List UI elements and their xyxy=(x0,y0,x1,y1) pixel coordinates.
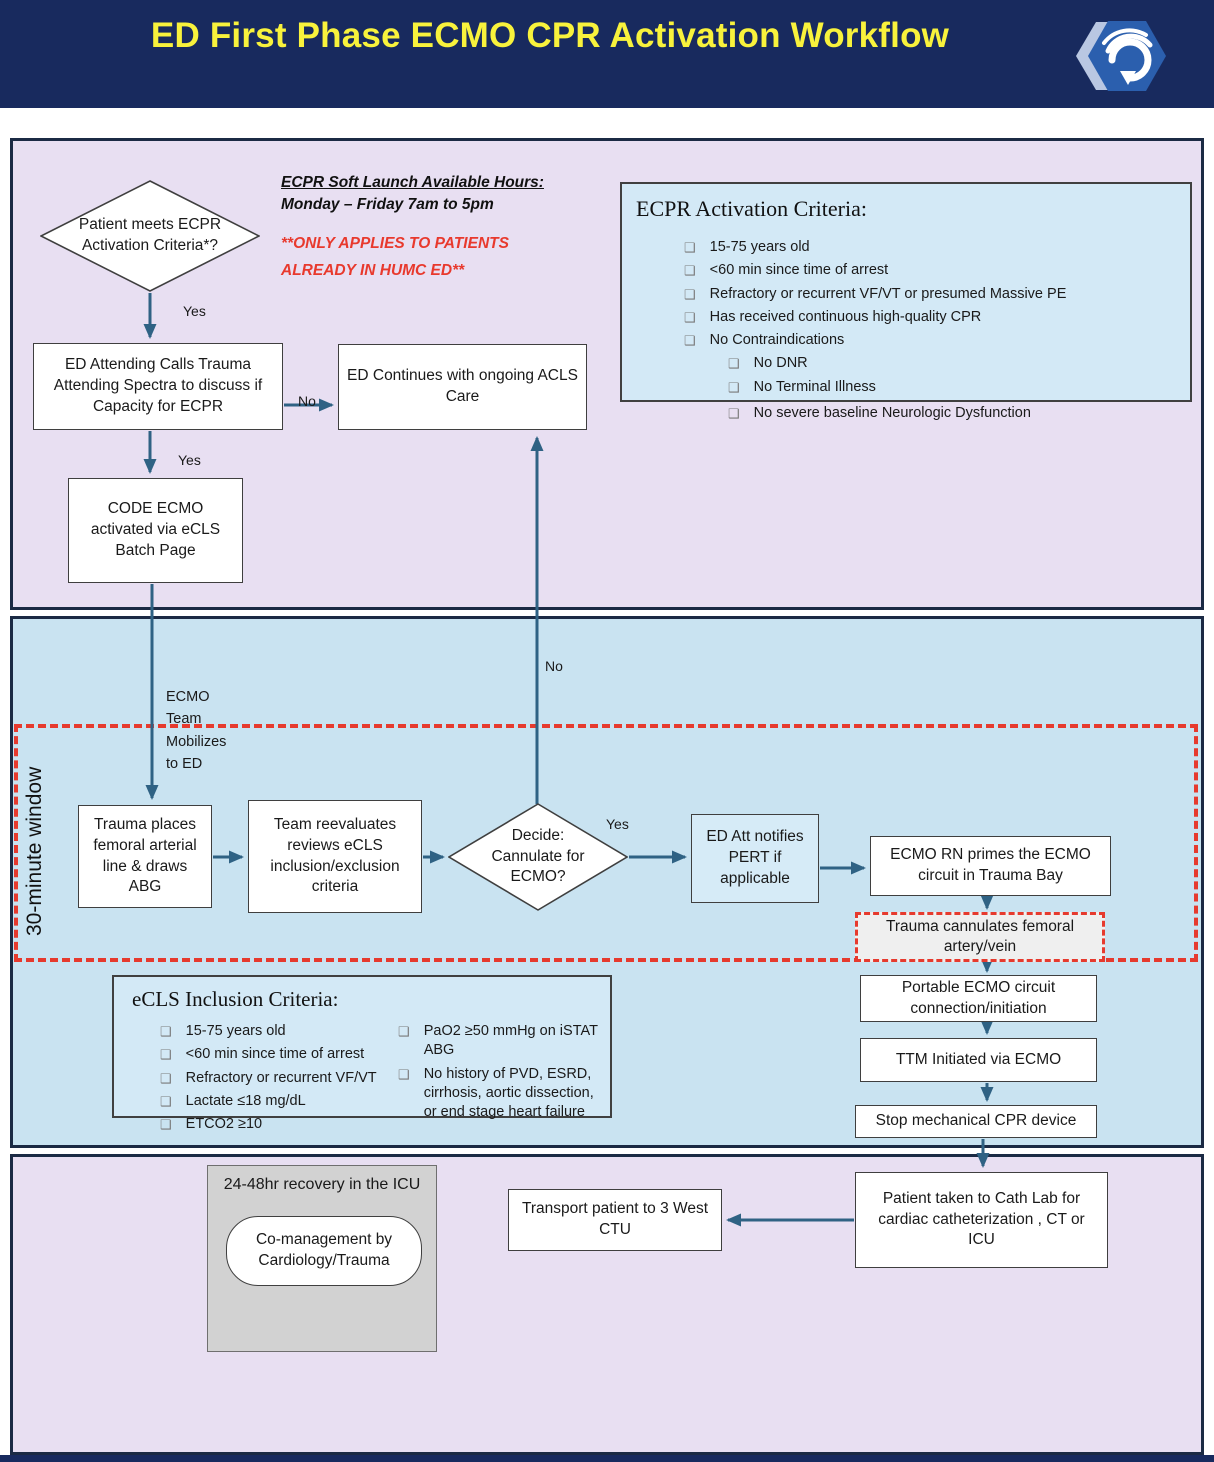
no-label: No xyxy=(545,658,563,674)
ecmo-team-mobilizes-label: ECMO Team Mobilizes to ED xyxy=(166,689,227,773)
checkbox-icon: ❑ xyxy=(684,263,696,279)
patient-meets-criteria-diamond: Patient meets ECPR Activation Criteria*? xyxy=(78,216,222,254)
yes-label: Yes xyxy=(606,816,629,832)
checkbox-icon: ❑ xyxy=(160,1117,172,1133)
ecpr-criteria-title: ECPR Activation Criteria: xyxy=(636,196,867,221)
header-bar: ED First Phase ECMO CPR Activation Workf… xyxy=(0,0,1214,108)
footer-bar xyxy=(0,1455,1214,1462)
trauma-cannulates-box: Trauma cannulates femoral artery/vein xyxy=(855,912,1105,962)
ecls-criteria-item: Lactate ≤18 mg/dL xyxy=(185,1092,306,1109)
ed-att-notifies-pert-box: ED Att notifies PERT if applicable xyxy=(691,814,819,903)
stop-mechanical-cpr-box: Stop mechanical CPR device xyxy=(855,1105,1097,1138)
ecls-criteria-item: ETCO2 ≥10 xyxy=(185,1116,263,1133)
no-label: No xyxy=(298,393,316,409)
patient-meets-criteria-diamond-shape xyxy=(40,180,260,292)
thirty-minute-window-label: 30-minute window xyxy=(23,766,46,936)
ecpr-criteria-item: <60 min since time of arrest xyxy=(709,262,889,279)
checkbox-icon: ❑ xyxy=(160,1070,172,1086)
checkbox-icon: ❑ xyxy=(728,379,740,395)
trauma-places-femoral-line-box: Trauma places femoral arterial line & dr… xyxy=(78,805,212,908)
ecpr-criteria-item: No Contraindications xyxy=(709,332,845,349)
ed-attending-calls-trauma-box: ED Attending Calls Trauma Attending Spec… xyxy=(33,343,283,430)
ecls-criteria-item: PaO2 ≥50 mmHg on iSTAT ABG xyxy=(423,1023,598,1059)
ecls-criteria-title: eCLS Inclusion Criteria: xyxy=(132,987,339,1011)
ecpr-criteria-subitem: No DNR xyxy=(753,355,808,372)
ecpr-criteria-item: Has received continuous high-quality CPR xyxy=(709,308,982,325)
transport-3west-ctu-box: Transport patient to 3 West CTU xyxy=(508,1189,722,1251)
team-reevaluates-box: Team reevaluates reviews eCLS inclusion/… xyxy=(248,800,422,913)
ecpr-criteria-item: 15-75 years old xyxy=(709,239,810,255)
ecls-criteria-item: No history of PVD, ESRD, cirrhosis, aort… xyxy=(423,1065,594,1121)
checkbox-icon: ❑ xyxy=(728,356,740,372)
thirty-minute-window-outline xyxy=(14,724,1198,962)
icu-recovery-title: 24-48hr recovery in the ICU xyxy=(223,1176,421,1193)
ecpr-criteria-subitem: No severe baseline Neurologic Dysfunctio… xyxy=(753,404,1031,421)
acls-care-box: ED Continues with ongoing ACLS Care xyxy=(338,344,587,430)
checkbox-icon: ❑ xyxy=(684,309,696,325)
decide-cannulate-diamond: Decide: Cannulate for ECMO? xyxy=(491,826,585,886)
humc-ed-warning: **ONLY APPLIES TO PATIENTS ALREADY IN HU… xyxy=(281,231,591,284)
checkbox-icon: ❑ xyxy=(160,1047,172,1063)
ecls-inclusion-criteria-box: eCLS Inclusion Criteria: ❑ 15-75 years ol… xyxy=(112,975,612,1132)
portable-ecmo-circuit-box: Portable ECMO circuit connection/initiat… xyxy=(860,975,1097,1022)
ecls-criteria-item: Refractory or recurrent VF/VT xyxy=(185,1069,377,1086)
checkbox-icon: ❑ xyxy=(684,286,696,302)
logo-swirl xyxy=(1102,28,1153,82)
hospital-logo-icon xyxy=(1074,13,1166,99)
soft-launch-time: Monday – Friday 7am to 5pm xyxy=(281,196,494,214)
checkbox-icon: ❑ xyxy=(728,405,740,421)
decide-cannulate-diamond-shape xyxy=(448,803,628,911)
soft-launch-title: ECPR Soft Launch Available Hours: xyxy=(281,174,544,191)
hexagon-swirl-icon xyxy=(1076,21,1166,91)
icu-recovery-box: 24-48hr recovery in the ICU Co-managemen… xyxy=(207,1165,437,1352)
ecpr-criteria-subitem: No Terminal Illness xyxy=(753,378,876,395)
ecls-criteria-item: <60 min since time of arrest xyxy=(185,1046,365,1063)
ttm-initiated-box: TTM Initiated via ECMO xyxy=(860,1038,1097,1082)
checkbox-icon: ❑ xyxy=(160,1093,172,1109)
ecpr-activation-criteria-box: ECPR Activation Criteria: ❑ 15-75 years o… xyxy=(620,182,1192,421)
ecls-criteria-item: 15-75 years old xyxy=(185,1023,286,1039)
checkbox-icon: ❑ xyxy=(398,1066,410,1082)
checkbox-icon: ❑ xyxy=(398,1024,410,1039)
ecpr-criteria-item: Refractory or recurrent VF/VT or presume… xyxy=(709,285,1067,302)
cath-lab-box: Patient taken to Cath Lab for cardiac ca… xyxy=(855,1172,1108,1268)
soft-launch-hours: ECPR Soft Launch Available Hours: Monday… xyxy=(281,172,591,217)
logo-arrowhead xyxy=(1120,71,1136,85)
checkbox-icon: ❑ xyxy=(684,240,696,255)
yes-label: Yes xyxy=(183,303,206,319)
warning-line2: ALREADY IN HUMC ED** xyxy=(281,261,465,279)
code-ecmo-box: CODE ECMO activated via eCLS Batch Page xyxy=(68,478,243,583)
ecmo-rn-primes-box: ECMO RN primes the ECMO circuit in Traum… xyxy=(870,836,1111,896)
checkbox-icon: ❑ xyxy=(684,333,696,349)
yes-label: Yes xyxy=(178,452,201,468)
comanagement-pill: Co-management by Cardiology/Trauma xyxy=(226,1216,422,1286)
page-title: ED First Phase ECMO CPR Activation Workf… xyxy=(150,16,950,55)
checkbox-icon: ❑ xyxy=(160,1024,172,1039)
warning-line1: **ONLY APPLIES TO PATIENTS xyxy=(281,235,509,252)
